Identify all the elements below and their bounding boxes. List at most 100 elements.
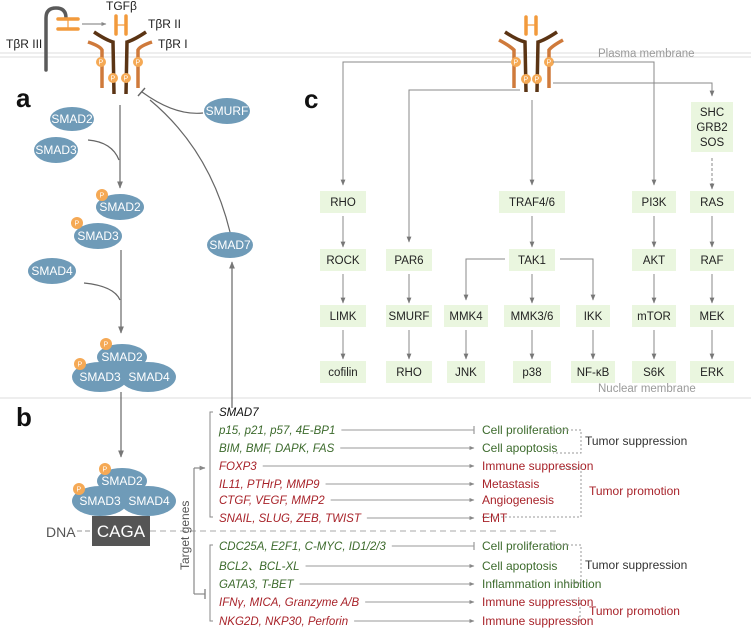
svg-text:TAK1: TAK1 (518, 255, 546, 267)
gene-list: IL11, PTHrP, MMP9 (219, 479, 320, 491)
pathway-node-mmk3-6: MMK3/6 (504, 305, 560, 327)
tumor-promotion-label-top: Tumor promotion (589, 484, 680, 498)
gene-row: FOXP3 Immune suppression (219, 459, 593, 473)
smad7-label: SMAD7 (209, 238, 251, 252)
pathway-node-cofilin: cofilin (320, 361, 366, 383)
effect-label: Cell proliferation (482, 423, 569, 437)
effect-label: Cell apoptosis (482, 441, 557, 455)
svg-text:RAS: RAS (700, 197, 724, 209)
receptor-complex-a (87, 30, 153, 95)
tgfb-label: TGFβ (106, 0, 137, 13)
svg-text:S6K: S6K (643, 367, 665, 379)
svg-text:JNK: JNK (455, 367, 477, 379)
pathway-node-limk: LIMK (320, 305, 366, 327)
tbr3-label: TβR III (6, 37, 42, 51)
svg-text:MMK3/6: MMK3/6 (511, 311, 554, 323)
gene-row: BCL2、BCL-XL Cell apoptosis (219, 559, 557, 573)
smad3-free-label: SMAD3 (35, 143, 77, 157)
svg-text:P: P (78, 362, 83, 369)
svg-text:P: P (535, 77, 540, 84)
pathway-node-traf4-6: TRAF4/6 (499, 191, 565, 213)
receptor-complex-c (498, 30, 564, 93)
svg-text:TRAF4/6: TRAF4/6 (509, 197, 555, 209)
pathway-node-rock: ROCK (320, 249, 366, 271)
gene-row: SMAD7 (219, 407, 259, 419)
repressed-genes-bracket (209, 544, 213, 622)
svg-text:SMAD2: SMAD2 (101, 474, 143, 488)
gene-list: CTGF, VEGF, MMP2 (219, 495, 325, 507)
svg-text:P: P (103, 467, 108, 474)
svg-text:P: P (111, 76, 116, 83)
svg-text:mTOR: mTOR (637, 311, 671, 323)
nuclear-membrane-label: Nuclear membrane (598, 383, 696, 395)
tumor-suppression-label-top: Tumor suppression (585, 434, 687, 448)
smad3-free (34, 137, 78, 163)
gene-list: FOXP3 (219, 461, 257, 473)
tgfb-ligand (114, 14, 128, 36)
pathway-node-rho: RHO (386, 361, 432, 383)
svg-text:ERK: ERK (700, 367, 724, 379)
pathway-connectors (340, 61, 715, 243)
gene-row: CDC25A, E2F1, C-MYC, ID1/2/3 Cell prolife… (219, 539, 569, 553)
svg-text:SMAD4: SMAD4 (128, 370, 170, 384)
svg-text:P: P (514, 60, 519, 67)
effect-label: Cell proliferation (482, 539, 569, 553)
effect-label: Metastasis (482, 477, 539, 491)
effect-label: EMT (482, 511, 508, 525)
gene-list: CDC25A, E2F1, C-MYC, ID1/2/3 (219, 541, 386, 553)
svg-text:RHO: RHO (330, 197, 356, 209)
gene-list: BCL2、BCL-XL (219, 561, 300, 573)
svg-text:SMAD2: SMAD2 (99, 200, 141, 214)
pathway-node-p38: p38 (513, 361, 551, 383)
smad-complex-a: SMAD2 SMAD3 SMAD4 P P (72, 338, 176, 392)
phospho-sites-c: P P P P (511, 57, 554, 84)
pathway-node-raf: RAF (690, 249, 734, 271)
gene-list: BIM, BMF, DAPK, FAS (219, 443, 335, 455)
dna-label: DNA (46, 524, 76, 540)
pathway-node-nf-b: NF-κB (571, 361, 615, 383)
gene-list: SMAD7 (219, 407, 259, 419)
tgfb-ligand-bound-tbr3 (56, 17, 80, 31)
pathway-node-mmk4: MMK4 (444, 305, 488, 327)
svg-text:P: P (77, 487, 82, 494)
p-smad3 (74, 223, 122, 249)
gene-list: IFNγ, MICA, Granzyme A/B (219, 597, 359, 609)
pathway-node-par6: PAR6 (386, 249, 432, 271)
svg-text:RAF: RAF (701, 255, 724, 267)
activated-genes-bracket (209, 411, 213, 518)
svg-text:PI3K: PI3K (642, 197, 667, 209)
target-genes-label: Target genes (178, 501, 192, 570)
svg-text:GRB2: GRB2 (696, 122, 727, 134)
pathway-node-smurf: SMURF (386, 305, 432, 327)
smurf-protein (204, 98, 250, 124)
svg-text:P: P (547, 60, 552, 67)
svg-text:SMURF: SMURF (389, 311, 430, 323)
smad7-feedback-line (149, 99, 231, 233)
effect-label: Immune suppression (482, 459, 593, 473)
pathway-node-ikk: IKK (576, 305, 610, 327)
panel-a-label: a (16, 83, 31, 113)
svg-text:MEK: MEK (700, 311, 725, 323)
svg-text:P: P (124, 76, 129, 83)
smurf-label: SMURF (206, 104, 249, 118)
svg-text:SMAD3: SMAD3 (79, 370, 121, 384)
tumor-promotion-label-bottom: Tumor promotion (589, 604, 680, 618)
svg-text:SHC: SHC (700, 107, 724, 119)
pathway-node-jnk: JNK (447, 361, 485, 383)
panel-b-label: b (16, 402, 32, 432)
svg-text:SOS: SOS (700, 137, 725, 149)
svg-text:LIMK: LIMK (330, 311, 357, 323)
effect-label: Cell apoptosis (482, 559, 557, 573)
tbr3-receptor (44, 6, 68, 72)
gene-row: BIM, BMF, DAPK, FAS Cell apoptosis (219, 441, 557, 455)
svg-text:ROCK: ROCK (326, 255, 360, 267)
effect-label: Immune suppression (482, 614, 593, 628)
